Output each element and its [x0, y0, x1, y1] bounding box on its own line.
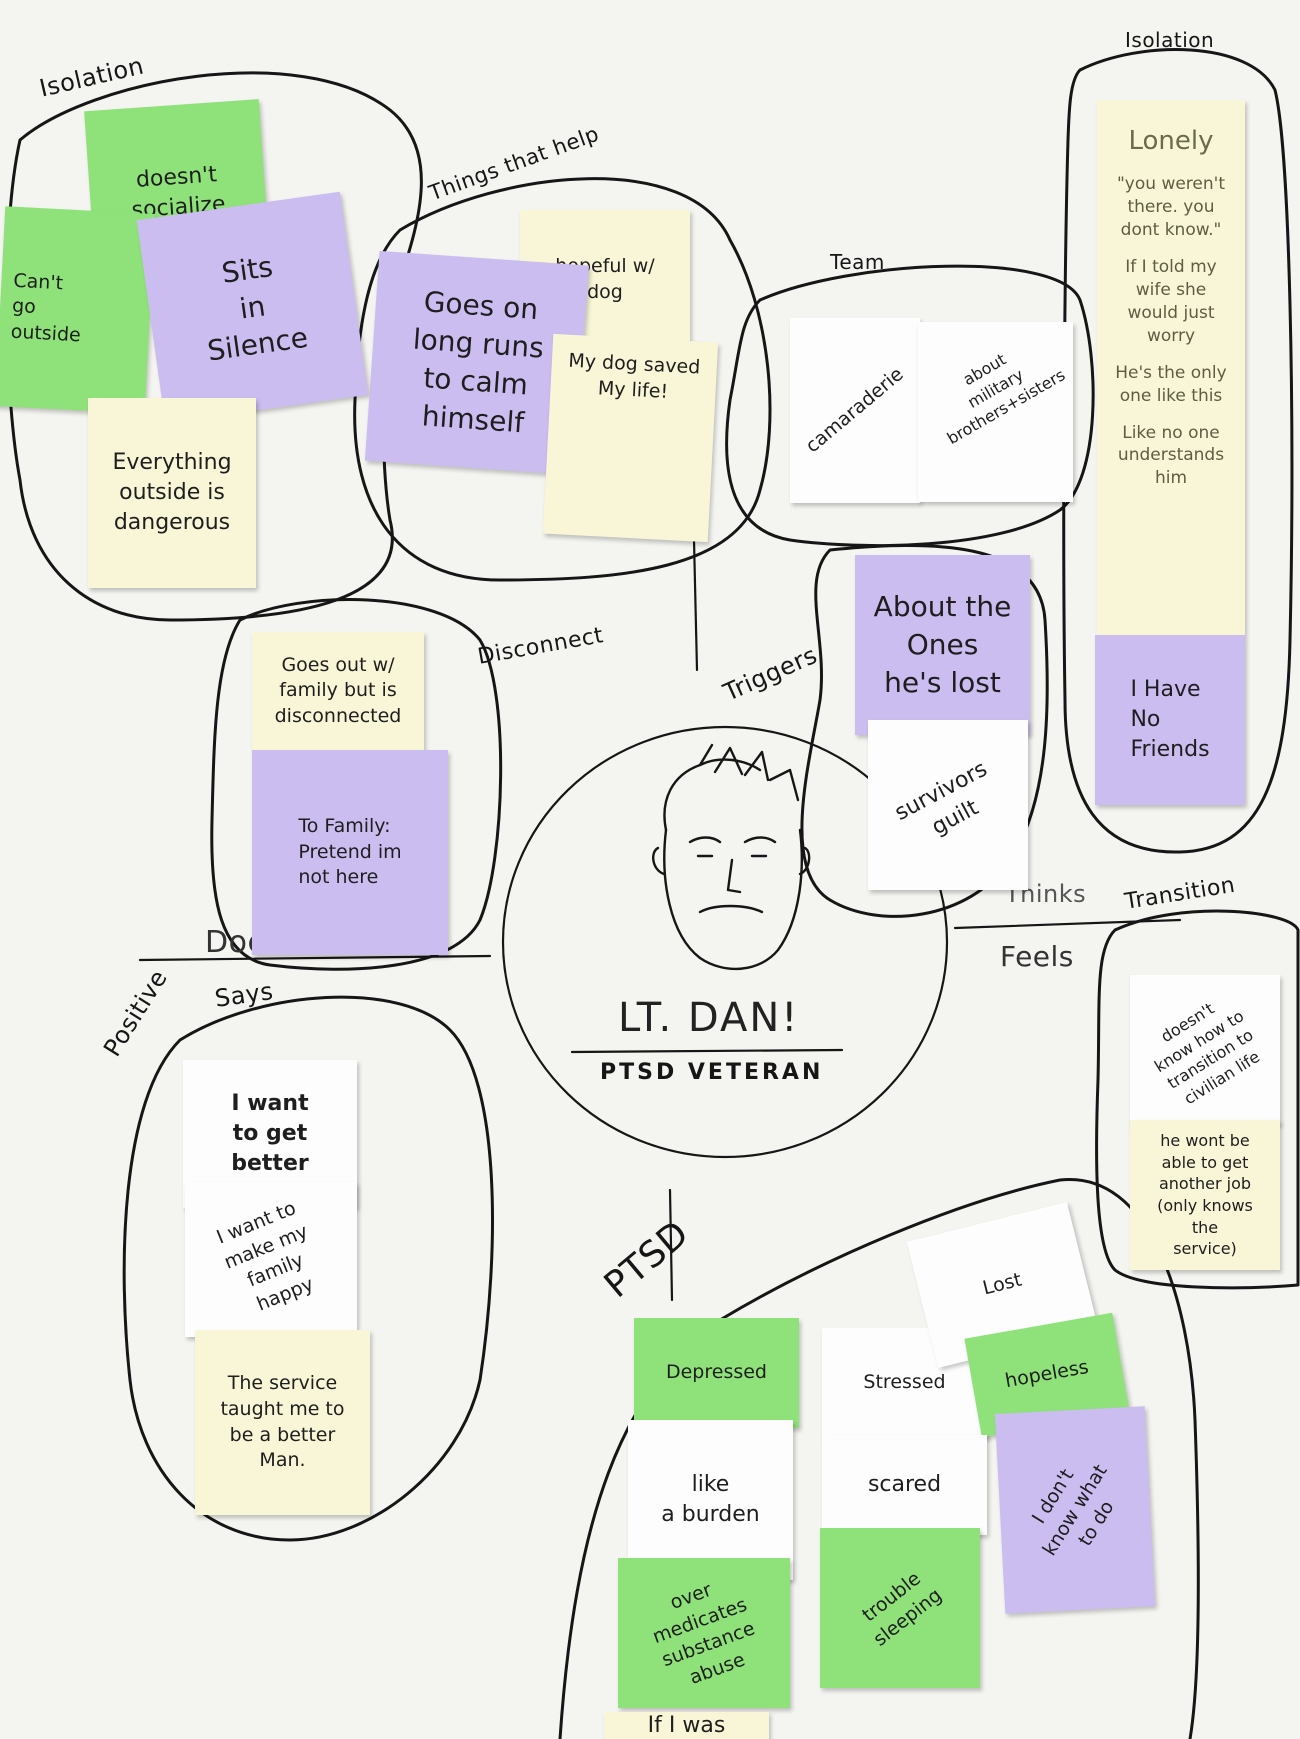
note-make-family-happy: I want to make my family happy [185, 1182, 357, 1337]
divider-does-left [138, 954, 492, 962]
note-if-i-was: If I was [604, 1712, 769, 1739]
label-feels: Feels [1000, 940, 1074, 973]
note-to-family: To Family: Pretend im not here [252, 750, 448, 955]
note-over-medicates: over medicates substance abuse [618, 1558, 790, 1708]
label-things-that-help: Things that help [425, 121, 603, 206]
note-you-werent-there: "you weren't there. you dont know." [1116, 174, 1225, 240]
face-sketch [652, 743, 811, 971]
label-disconnect: Disconnect [475, 623, 606, 670]
note-scared: scared [822, 1435, 987, 1535]
label-team: Team [830, 250, 885, 274]
persona-role: PTSD VETERAN [600, 1060, 824, 1085]
note-survivors-guilt: survivors guilt [868, 720, 1028, 890]
note-about-the-ones: About the Ones he's lost [855, 555, 1030, 735]
note-right-column: Lonely "you weren't there. you dont know… [1097, 100, 1245, 635]
note-another-job: he wont be able to get another job (only… [1130, 1120, 1280, 1270]
note-transition-civilian: doesn't know how to transition to civili… [1130, 975, 1280, 1125]
note-military-brothers: about military brothers+sisters [918, 322, 1073, 502]
label-positive: Positive [98, 964, 174, 1062]
note-no-one-understands: Like no one understands him [1117, 422, 1225, 489]
label-transition: Transition [1123, 872, 1237, 915]
note-everything-outside: Everything outside is dangerous [88, 398, 256, 588]
note-no-friends: I Have No Friends [1095, 635, 1245, 805]
note-dog-saved: My dog saved My life! [542, 333, 719, 543]
note-only-one: He's the only one like this [1115, 362, 1227, 406]
divider-top [692, 538, 699, 672]
note-like-a-burden: like a burden [628, 1420, 793, 1580]
note-camaraderie: camaraderie [790, 318, 920, 503]
note-goes-out-family: Goes out w/ family but is disconnected [252, 632, 424, 750]
label-isolation-right: Isolation [1125, 28, 1215, 52]
note-trouble-sleeping: trouble sleeping [820, 1528, 980, 1688]
persona-name: LT. DAN! [618, 995, 800, 1041]
divider-thinks-right [953, 918, 1182, 930]
note-dont-know-what: I don't know what to do [994, 1406, 1156, 1614]
label-ptsd: PTSD [596, 1212, 697, 1307]
note-told-wife: If I told my wife she would just worry [1125, 256, 1217, 346]
name-underline [570, 1048, 844, 1054]
label-isolation-left: Isolation [36, 51, 147, 103]
note-cant-go-outside: Can't go outside [0, 206, 156, 414]
label-triggers: Triggers [719, 640, 822, 707]
note-lonely: Lonely [1128, 126, 1214, 156]
note-depressed: Depressed [634, 1318, 799, 1428]
note-service-taught: The service taught me to be a better Man… [195, 1330, 370, 1515]
note-sits-in-silence: Sits in Silence [136, 191, 369, 424]
label-says: Says [213, 976, 276, 1013]
